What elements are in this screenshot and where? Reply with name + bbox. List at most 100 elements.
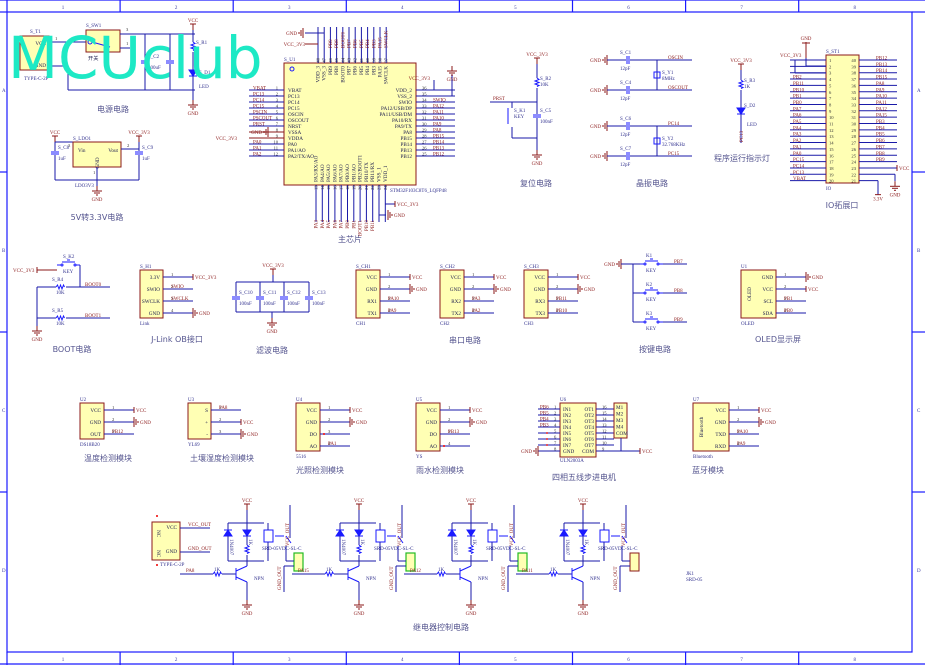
pin-number: 29 bbox=[851, 128, 856, 133]
pin-name: VBAT bbox=[288, 88, 302, 94]
pin-number: 2 bbox=[556, 284, 559, 289]
pin-number: 8 bbox=[829, 102, 832, 107]
pin-name: RX3 bbox=[535, 299, 545, 305]
pin-number: 17 bbox=[339, 185, 344, 190]
pin-name: VSS_1 bbox=[377, 167, 383, 182]
pin-name: 3.3V bbox=[150, 275, 160, 281]
ldo-pin-vout: Vout bbox=[108, 148, 118, 154]
pin-name: PB6 bbox=[353, 66, 359, 75]
pin-name: PC13 bbox=[288, 94, 300, 100]
module-ref: S_CH3 bbox=[524, 265, 539, 270]
key-value: KEY bbox=[646, 269, 657, 274]
pin-number: 21 bbox=[851, 179, 856, 184]
gnd-label: GND bbox=[890, 193, 901, 198]
vcc-label: VCC bbox=[466, 499, 477, 504]
module-part: YS bbox=[416, 455, 423, 460]
pin-number: 43 bbox=[347, 57, 352, 62]
net-label: PSCOUT bbox=[253, 117, 272, 122]
pin-number: 39 bbox=[851, 64, 856, 69]
vcc-out-label: VCC_OUT bbox=[398, 523, 403, 546]
gnd-out-label: GND_OUT bbox=[390, 566, 395, 590]
transistor-emitter bbox=[571, 576, 584, 583]
key-value: KEY bbox=[63, 270, 74, 275]
pin-name: SWCLK bbox=[142, 299, 160, 305]
pin-name: VDD_2 bbox=[396, 88, 413, 94]
net-label: PA5 bbox=[793, 120, 802, 125]
capacitor-ref: S_C4 bbox=[620, 81, 632, 86]
pin-name: PA8 bbox=[403, 130, 412, 136]
pin-name: AO bbox=[430, 444, 438, 450]
net-label: PB10 bbox=[556, 309, 568, 314]
net-label: PB8 bbox=[335, 39, 340, 48]
connector-part: TYPE-C-2P bbox=[24, 77, 49, 82]
flyback-diode bbox=[559, 529, 569, 537]
pin-number: 3 bbox=[554, 417, 557, 422]
motor-pin: M3 bbox=[616, 418, 624, 424]
pin-number: 3 bbox=[328, 429, 331, 434]
relay-label: SRD-05VDC-SL-C bbox=[598, 547, 638, 552]
led-title: 程序运行指示灯 bbox=[714, 153, 770, 163]
pin-number: 31 bbox=[851, 115, 856, 120]
led-value: LED bbox=[747, 123, 757, 128]
relay-coil bbox=[487, 529, 498, 543]
pin-number: 41 bbox=[359, 57, 364, 62]
pin-number: 3 bbox=[829, 71, 832, 76]
relay-output-connector bbox=[517, 552, 528, 572]
pin-number: 1 bbox=[93, 170, 96, 175]
net-label: PA1 bbox=[328, 442, 337, 447]
resistor bbox=[355, 544, 363, 554]
pin-name: PC15 bbox=[288, 106, 300, 112]
diode-label: 1N4007 bbox=[452, 539, 457, 556]
diode-label: 1N4007 bbox=[340, 539, 345, 556]
vcc-label: VCC_3V3 bbox=[128, 131, 150, 136]
pin-name: PA9/TX bbox=[395, 124, 412, 130]
no-connect-marker bbox=[323, 433, 325, 435]
pin-name: PB14 bbox=[400, 142, 412, 148]
pin-name: VDDA bbox=[288, 136, 303, 142]
gnd-label: GND bbox=[801, 37, 812, 42]
reset-title: 复位电路 bbox=[520, 178, 552, 188]
pin-number: 9 bbox=[602, 447, 605, 452]
pin-name: IN7 bbox=[563, 443, 571, 449]
zone-column-label: 2 bbox=[175, 6, 178, 11]
relay-coil bbox=[599, 529, 610, 543]
net-label: PA7 bbox=[793, 107, 802, 112]
mcu-ref: S_U1 bbox=[284, 58, 296, 63]
mcu-part: STM32F103C8T6_LQFP48 bbox=[390, 189, 447, 194]
pin-number: 2 bbox=[112, 417, 115, 422]
pin-number: 25 bbox=[851, 153, 856, 158]
capacitor-value: 12pF bbox=[620, 163, 631, 168]
module-u3 bbox=[187, 402, 212, 440]
pin-number: 3 bbox=[219, 429, 222, 434]
net-label: PA12 bbox=[876, 107, 887, 112]
zone-column-label: 3 bbox=[288, 6, 291, 11]
pin-number: 45 bbox=[334, 57, 339, 62]
transistor-emitter bbox=[347, 576, 360, 583]
key-contact bbox=[656, 262, 660, 266]
connector-ref: JK1 bbox=[686, 572, 695, 577]
module-u4 bbox=[295, 402, 321, 452]
led-net-label: PC13 bbox=[740, 130, 745, 142]
pin-name: GND bbox=[715, 420, 726, 426]
gnd-label: GND bbox=[354, 612, 365, 617]
filter-title: 滤波电路 bbox=[256, 345, 288, 355]
diode-label: 1N4007 bbox=[564, 539, 569, 556]
pin-number: 3 bbox=[276, 98, 279, 103]
gnd-label: GND bbox=[188, 112, 199, 117]
pin-number: 4 bbox=[554, 423, 557, 428]
vcc-label: VCC bbox=[354, 499, 365, 504]
pin-number: 2 bbox=[388, 284, 391, 289]
pin-number: 27 bbox=[422, 140, 427, 145]
pin-name: PA0 bbox=[288, 142, 297, 148]
pin-name: PA2/TX/AO bbox=[288, 154, 314, 160]
vcc-label: VCC bbox=[899, 167, 910, 172]
pin-number: 27 bbox=[851, 141, 856, 146]
net-label: PB7 bbox=[876, 145, 885, 150]
net-label: PB1 bbox=[784, 297, 793, 302]
transistor-collector bbox=[571, 565, 584, 572]
pin-name: GND bbox=[306, 420, 317, 426]
pin-name: PB1/AO bbox=[351, 164, 357, 182]
gnd-label: GND bbox=[447, 78, 458, 83]
vcc-label: VCC_3V3 bbox=[262, 264, 284, 269]
module-part: YL69 bbox=[188, 443, 200, 448]
